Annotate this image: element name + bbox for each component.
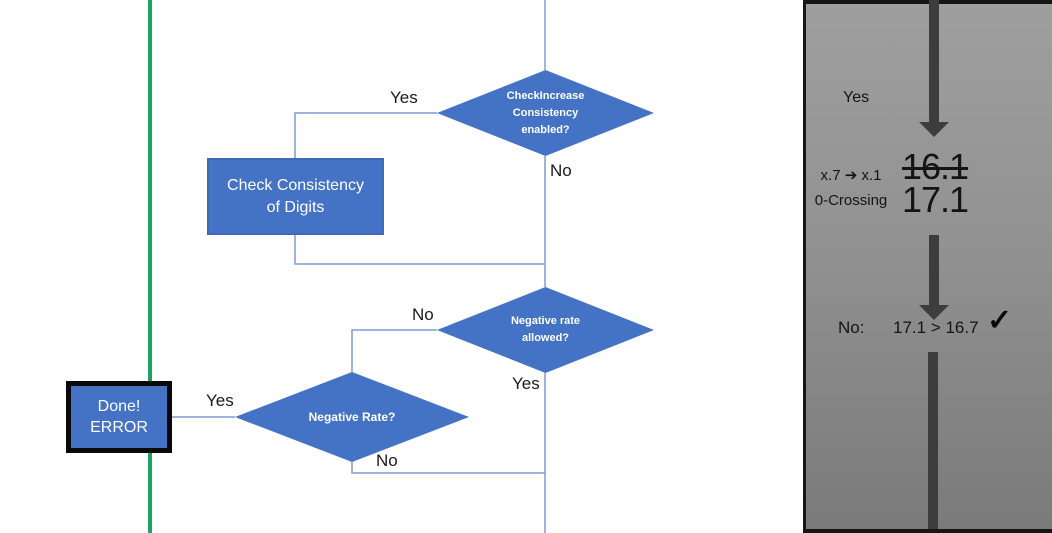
panel-border-top: [803, 0, 1052, 4]
edge-label-no-top: No: [550, 161, 572, 180]
result-comparison: 17.1 > 16.7: [893, 318, 979, 337]
panel-border-bottom: [803, 529, 1052, 533]
process-check-consistency-of-digits: Check Consistency of Digits: [207, 158, 384, 235]
rule-line-2: 0-Crossing: [814, 192, 888, 209]
decision-label-line: Negative Rate?: [308, 409, 396, 424]
edge-label-yes-mid: Yes: [512, 374, 540, 393]
connector-no-to-negative-rate: [351, 329, 437, 372]
new-value: 17.1: [902, 179, 969, 220]
decision-label-line: enabled?: [521, 123, 570, 136]
old-value-strikethrough: 16.1: [902, 146, 969, 187]
rule-line-1: x.7 ➔ x.1: [820, 167, 882, 184]
terminator-label-line: ERROR: [90, 419, 148, 436]
edge-label-yes-top: Yes: [390, 88, 418, 107]
connector-negative-rate-no-return: [351, 462, 545, 474]
flow-arrow-3-shaft: [928, 352, 938, 529]
decision-label-line: CheckIncrease: [506, 89, 585, 102]
edge-label-yes-done: Yes: [206, 391, 234, 410]
edge-label-no-bottom: No: [376, 451, 398, 470]
decision-label-line: Negative rate: [510, 315, 581, 327]
result-no-label: No:: [838, 318, 865, 337]
decision-label-line: allowed?: [521, 332, 570, 344]
panel-yes-label: Yes: [843, 89, 870, 106]
green-divider-line: [148, 0, 152, 533]
panel-border-left: [803, 0, 806, 533]
rule-annotation: x.7 ➔ x.1 0-Crossing: [805, 163, 897, 213]
flow-arrow-2-head-icon: [919, 305, 949, 320]
flow-arrow-1-shaft: [929, 0, 939, 122]
checkmark-icon: ✓: [987, 304, 1013, 337]
terminator-label-line: Done!: [97, 398, 141, 415]
value-comparison: 16.1 17.1: [902, 146, 969, 220]
flow-arrow-1-head-icon: [919, 122, 949, 137]
process-label-line: of Digits: [266, 198, 325, 216]
process-label-line: Check Consistency: [227, 176, 364, 194]
terminator-done-error: Done! ERROR: [66, 381, 172, 453]
edge-label-no-mid: No: [412, 305, 434, 324]
explanation-panel: Yes x.7 ➔ x.1 0-Crossing 16.1 17.1 No: 1…: [803, 0, 1052, 533]
connector-process-return: [294, 235, 545, 265]
decision-label-line: Consistency: [512, 106, 579, 119]
connector-yes-to-process: [294, 112, 437, 158]
flow-arrow-2-shaft: [929, 235, 939, 305]
